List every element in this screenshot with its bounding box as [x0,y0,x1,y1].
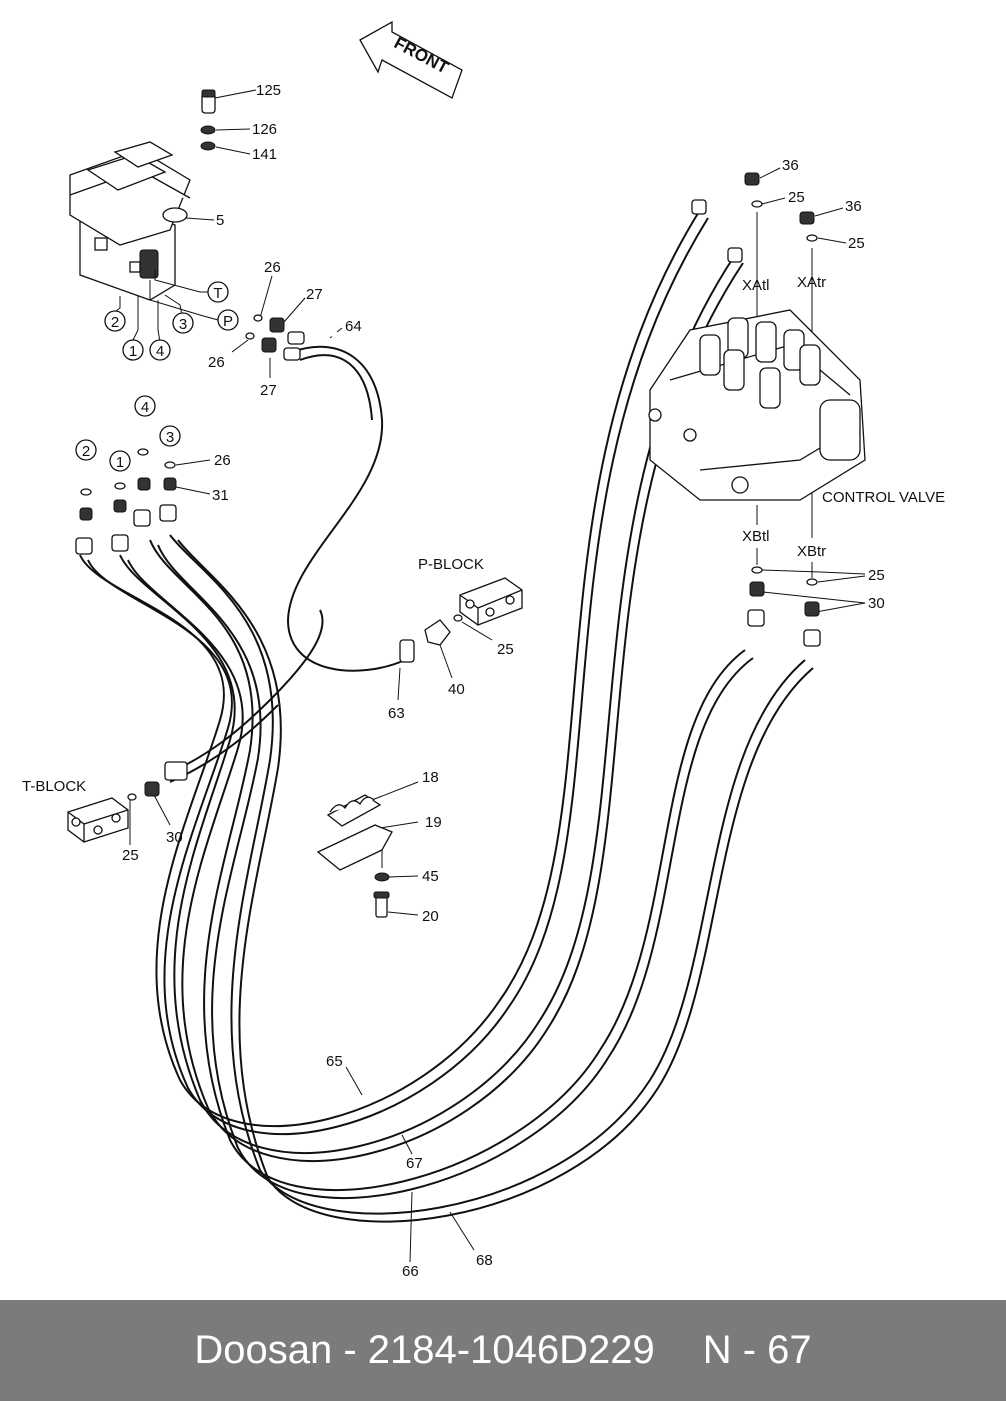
callout-67: 67 [406,1155,423,1172]
block-labels: P-BLOCK T-BLOCK CONTROL VALVE XAtl XAtr … [22,274,945,795]
t-block-label: T-BLOCK [22,778,86,795]
callout-27b: 27 [260,382,277,399]
port-circle-left-2: 2 [82,443,90,460]
callout-40: 40 [448,681,465,698]
callout-63: 63 [388,705,405,722]
port-circle-t: T [213,285,222,302]
p-block [459,577,523,626]
bolt-125 [201,89,216,114]
port-circle-left-3: 3 [166,429,174,446]
callout-66: 66 [402,1263,419,1280]
footer-part-text: Doosan - 2184-1046D229 [194,1328,655,1372]
callout-25e: 25 [122,847,139,864]
callout-65: 65 [326,1053,343,1070]
front-arrow: FRONT [359,20,463,99]
clamp-set [316,794,393,918]
t-block [67,797,129,843]
port-circle-left-4: 4 [141,399,149,416]
washer-141 [200,141,216,151]
callout-125: 125 [256,82,281,99]
xbtr-label: XBtr [797,543,826,560]
callout-26a: 26 [264,259,281,276]
port-circle-p: P [223,313,233,330]
callout-36a: 36 [782,157,799,174]
footer-page-ref: N - 67 [702,1328,812,1372]
port-circle-top-1: 1 [129,343,137,360]
port-circle-top-4: 4 [156,343,164,360]
callout-27a: 27 [306,286,323,303]
p-block-label: P-BLOCK [418,556,484,573]
callout-30b: 30 [166,829,183,846]
callout-126: 126 [252,121,277,138]
control-valve [648,309,866,501]
callout-26c: 26 [214,452,231,469]
callout-18: 18 [422,769,439,786]
callout-25d: 25 [497,641,514,658]
footer-bar: Doosan - 2184-1046D229 N - 67 [0,1300,1006,1401]
washer-126 [200,125,216,135]
hydraulic-pilot-line-diagram: FRONT [22,20,945,1280]
callouts: 125 126 141 5 26 27 64 26 27 26 31 36 25… [122,82,885,1280]
leader-lines [111,89,866,1263]
port-circle-top-2: 2 [111,314,119,331]
callout-36b: 36 [845,198,862,215]
callout-64: 64 [345,318,362,335]
callout-25c: 25 [868,567,885,584]
port-circles: T P 2 3 1 4 2 1 4 3 [75,281,239,472]
callout-31: 31 [212,487,229,504]
callout-5: 5 [216,212,224,229]
callout-45: 45 [422,868,439,885]
fittings [75,172,821,801]
callout-26b: 26 [208,354,225,371]
xbtl-label: XBtl [742,528,770,545]
callout-20: 20 [422,908,439,925]
callout-25b: 25 [848,235,865,252]
xatr-label: XAtr [797,274,826,291]
callout-25a: 25 [788,189,805,206]
control-valve-label: CONTROL VALVE [822,489,945,506]
xatl-label: XAtl [742,277,770,294]
callout-68: 68 [476,1252,493,1269]
port-circle-left-1: 1 [116,454,124,471]
callout-19: 19 [425,814,442,831]
callout-141: 141 [252,146,277,163]
port-circle-top-3: 3 [179,316,187,333]
callout-30a: 30 [868,595,885,612]
hoses [79,209,814,1223]
pedal-valve [69,141,191,301]
